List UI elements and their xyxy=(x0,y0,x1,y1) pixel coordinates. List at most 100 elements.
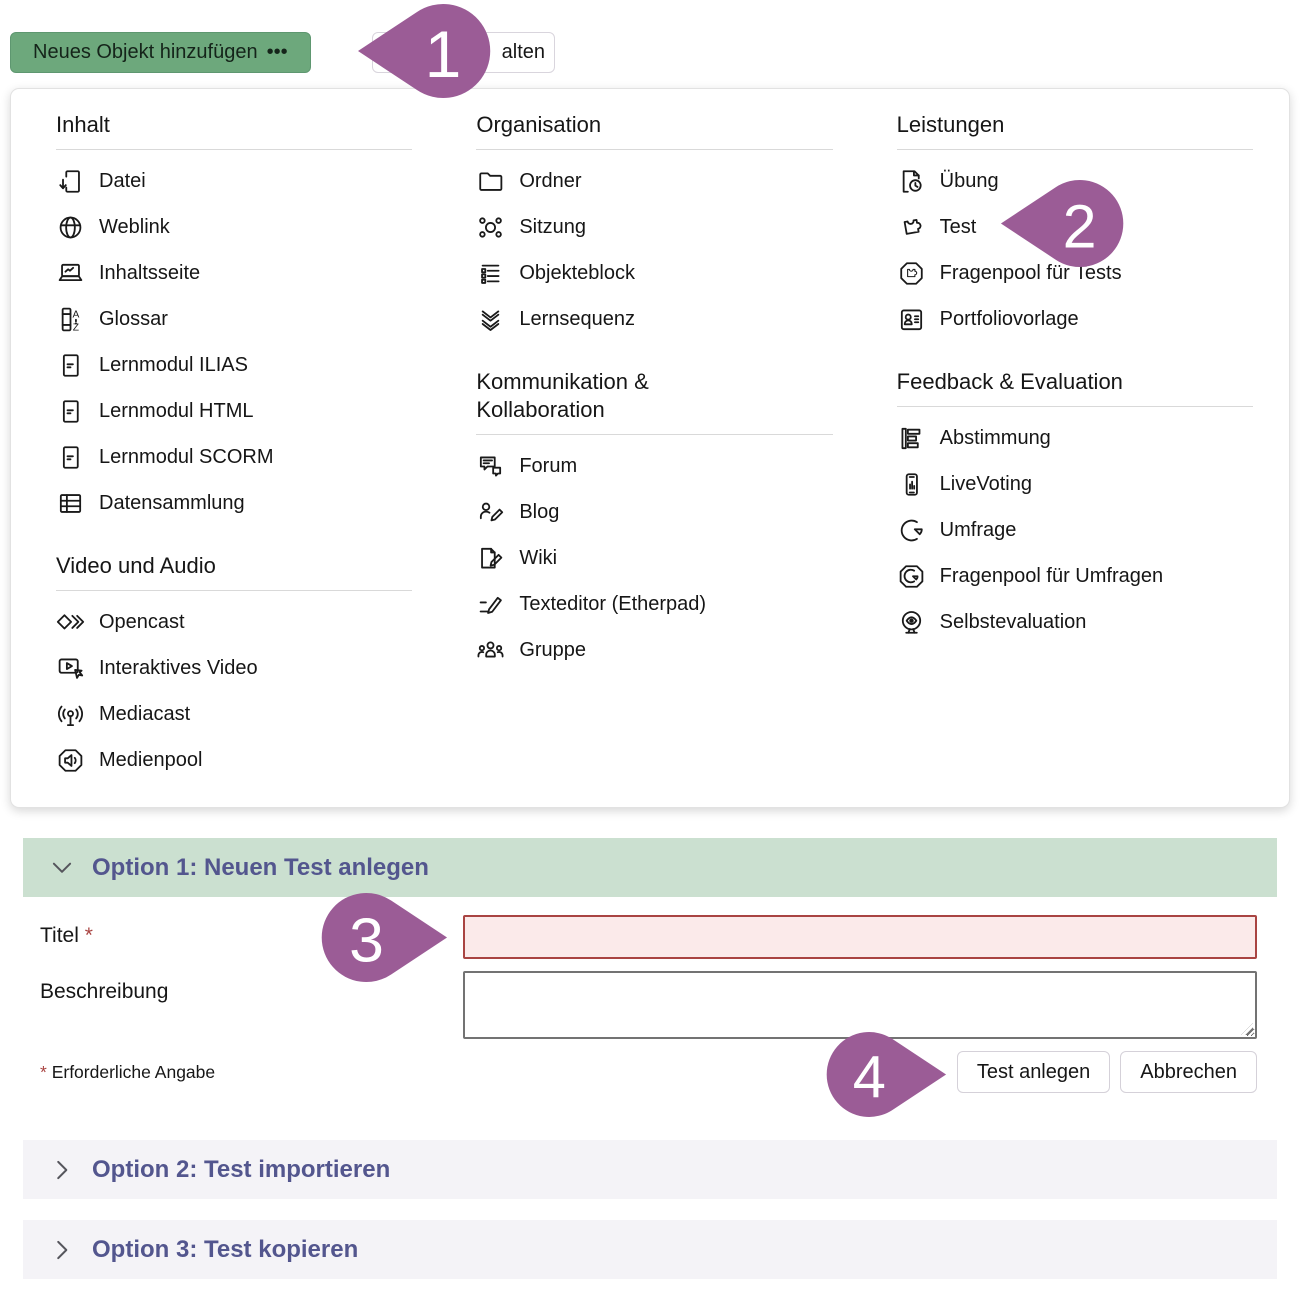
pencil-writing-icon xyxy=(480,596,503,614)
menu-item-weblink[interactable]: Weblink xyxy=(56,204,412,250)
title-input[interactable] xyxy=(463,915,1257,959)
person-pencil-icon xyxy=(480,502,504,521)
pie-box-icon xyxy=(899,564,923,588)
section-title: Video und Audio xyxy=(56,553,216,578)
speech-bubbles-icon xyxy=(480,456,502,476)
menu-item-wiki[interactable]: Wiki xyxy=(476,535,832,581)
form-actions-row: * Erforderliche Angabe Test anlegen Abbr… xyxy=(40,1051,1257,1093)
menu-item-datensammlung[interactable]: Datensammlung xyxy=(56,480,412,526)
create-test-button[interactable]: Test anlegen xyxy=(956,1051,1111,1093)
chevron-right-icon xyxy=(57,1240,68,1259)
svg-text:A: A xyxy=(73,309,80,320)
menu-item-lernsequenz[interactable]: Lernsequenz xyxy=(476,296,832,342)
menu-item-fragenpool-für-umfragen[interactable]: Fragenpool für Umfragen xyxy=(897,553,1253,599)
pie-chart-icon xyxy=(900,519,923,541)
menu-item-label: Datei xyxy=(99,169,146,192)
menu-item-label: Wiki xyxy=(519,546,558,569)
menu-item-lernmodul-ilias[interactable]: Lernmodul ILIAS xyxy=(56,342,412,388)
puzzle-icon xyxy=(903,218,922,235)
menu-item-texteditor-etherpad[interactable]: Texteditor (Etherpad) xyxy=(476,581,832,627)
cancel-button[interactable]: Abbrechen xyxy=(1120,1051,1257,1093)
menu-item-label: Lernmodul HTML xyxy=(99,399,254,422)
menu-item-interaktives-video[interactable]: Interaktives Video xyxy=(56,645,412,691)
people-group-icon xyxy=(477,640,504,657)
menu-item-sitzung[interactable]: Sitzung xyxy=(476,204,832,250)
section-header: Organisation xyxy=(476,107,833,150)
menu-item-test[interactable]: Test xyxy=(897,204,1253,250)
section-title: Feedback & Evaluation xyxy=(896,369,1123,394)
eye-mirror-icon xyxy=(901,610,921,634)
option3-header[interactable]: Option 3: Test kopieren xyxy=(23,1220,1277,1279)
menu-item-datei[interactable]: Datei xyxy=(56,158,412,204)
menu-item-lernmodul-scorm[interactable]: Lernmodul SCORM xyxy=(56,434,412,480)
menu-item-label: Medienpool xyxy=(99,748,203,771)
glossary-az-icon: AZ xyxy=(61,307,80,333)
option2-header[interactable]: Option 2: Test importieren xyxy=(23,1140,1277,1199)
menu-item-label: Fragenpool für Tests xyxy=(939,261,1122,284)
menu-item-fragenpool-für-tests[interactable]: Fragenpool für Tests xyxy=(897,250,1253,296)
double-chevron-down-icon xyxy=(482,309,500,331)
menu-item-label: Inhaltsseite xyxy=(99,261,201,284)
menu-item-mediacast[interactable]: Mediacast xyxy=(56,691,412,737)
learning-module-icon xyxy=(62,445,79,469)
title-field-row: Titel * xyxy=(40,915,1257,959)
menu-item-selbstevaluation[interactable]: Selbstevaluation xyxy=(897,599,1253,645)
network-icon xyxy=(479,216,503,238)
list-blocks-icon xyxy=(481,264,500,284)
bar-chart-icon xyxy=(901,427,921,449)
menu-item-livevoting[interactable]: LiveVoting xyxy=(897,461,1253,507)
id-card-icon xyxy=(900,309,922,330)
menu-item-medienpool[interactable]: Medienpool xyxy=(56,737,412,783)
broadcast-icon xyxy=(57,705,84,726)
menu-item-lernmodul-html[interactable]: Lernmodul HTML xyxy=(56,388,412,434)
page-clock-icon xyxy=(902,169,922,193)
section-title: Organisation xyxy=(476,112,602,137)
section-header: Feedback & Evaluation xyxy=(896,364,1253,407)
interactive-video-icon xyxy=(58,658,84,679)
menu-item-umfrage[interactable]: Umfrage xyxy=(897,507,1253,553)
menu-item-label: Blog xyxy=(519,500,560,523)
menu-item-label: Lernmodul ILIAS xyxy=(99,353,248,376)
menu-item-forum[interactable]: Forum xyxy=(476,443,832,489)
speaker-icon xyxy=(58,748,83,772)
menu-item-label: Umfrage xyxy=(939,518,1017,541)
menu-item-objekteblock[interactable]: Objekteblock xyxy=(476,250,832,296)
option1-header[interactable]: Option 1: Neuen Test anlegen xyxy=(23,838,1277,897)
description-textarea[interactable] xyxy=(463,971,1257,1039)
option3-title: Option 3: Test kopieren xyxy=(92,1235,359,1263)
menu-item-label: Mediacast xyxy=(99,702,191,725)
description-label: Beschreibung xyxy=(40,980,169,1003)
menu-item-ordner[interactable]: Ordner xyxy=(476,158,832,204)
menu-item-label: Objekteblock xyxy=(519,261,635,284)
menu-item-übung[interactable]: Übung xyxy=(897,158,1253,204)
learning-module-icon xyxy=(62,399,79,423)
menu-item-label: Datensammlung xyxy=(99,491,245,514)
menu-item-portfoliovorlage[interactable]: Portfoliovorlage xyxy=(897,296,1253,342)
menu-item-inhaltsseite[interactable]: Inhaltsseite xyxy=(56,250,412,296)
menu-item-label: Sitzung xyxy=(519,215,587,238)
partially-hidden-button-label: alten xyxy=(501,41,545,63)
menu-item-abstimmung[interactable]: Abstimmung xyxy=(897,415,1253,461)
add-object-button[interactable]: Neues Objekt hinzufügen ••• xyxy=(10,32,311,73)
menu-item-label: Übung xyxy=(939,169,999,192)
required-note: * Erforderliche Angabe xyxy=(40,1061,216,1082)
menu-item-opencast[interactable]: Opencast xyxy=(56,599,412,645)
menu-item-gruppe[interactable]: Gruppe xyxy=(476,627,832,673)
file-download-icon xyxy=(59,169,80,193)
menu-item-label: Gruppe xyxy=(519,638,587,661)
menu-item-label: Forum xyxy=(519,454,578,477)
partially-hidden-button[interactable]: alten xyxy=(372,32,555,73)
menu-item-label: Test xyxy=(939,215,977,238)
section-header: Inhalt xyxy=(56,107,413,150)
menu-item-blog[interactable]: Blog xyxy=(476,489,832,535)
title-label: Titel * xyxy=(40,924,93,947)
page-pencil-icon xyxy=(481,547,503,568)
phone-chart-icon xyxy=(905,472,918,496)
